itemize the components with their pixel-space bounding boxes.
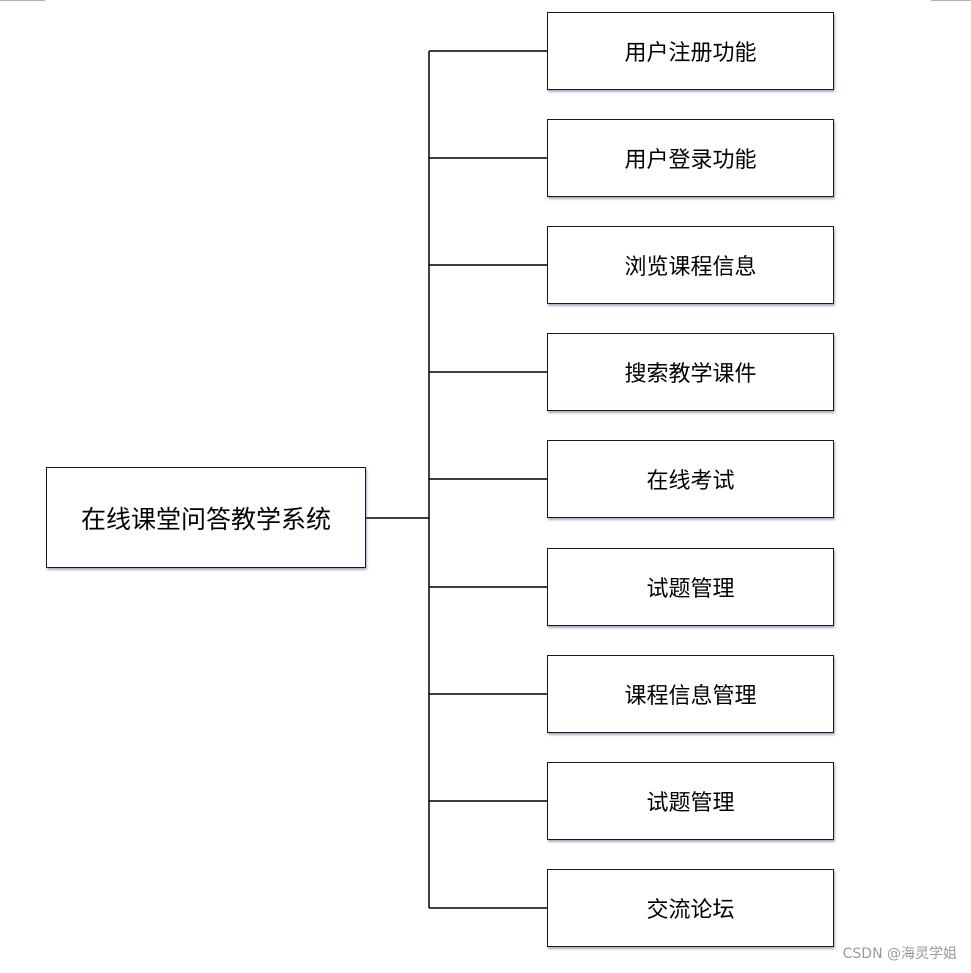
child-node-label: 试题管理 bbox=[646, 791, 735, 816]
child-node-label: 在线考试 bbox=[646, 469, 735, 494]
root-node: 在线课堂问答教学系统 bbox=[46, 467, 366, 568]
watermark: CSDN @海灵学姐 bbox=[842, 946, 957, 962]
child-node-browse-courses: 浏览课程信息 bbox=[547, 226, 834, 304]
child-node-label: 用户登录功能 bbox=[624, 148, 757, 173]
child-node-discussion-forum: 交流论坛 bbox=[547, 869, 834, 947]
child-node-online-exam: 在线考试 bbox=[547, 440, 834, 518]
child-node-question-management-2: 试题管理 bbox=[547, 762, 834, 840]
child-node-user-login: 用户登录功能 bbox=[547, 119, 834, 197]
root-node-label: 在线课堂问答教学系统 bbox=[80, 504, 331, 534]
child-node-search-courseware: 搜索教学课件 bbox=[547, 333, 834, 411]
child-node-label: 交流论坛 bbox=[646, 898, 735, 923]
child-node-course-info-management: 课程信息管理 bbox=[547, 655, 834, 733]
top-left-edge-mark bbox=[0, 0, 45, 1]
child-node-label: 试题管理 bbox=[646, 577, 735, 602]
child-node-label: 用户注册功能 bbox=[624, 41, 757, 66]
child-node-user-registration: 用户注册功能 bbox=[547, 12, 834, 90]
top-right-edge-mark bbox=[931, 0, 971, 1]
child-node-label: 搜索教学课件 bbox=[624, 362, 757, 387]
child-node-question-management: 试题管理 bbox=[547, 548, 834, 626]
child-node-label: 课程信息管理 bbox=[624, 684, 757, 709]
child-node-label: 浏览课程信息 bbox=[624, 255, 757, 280]
